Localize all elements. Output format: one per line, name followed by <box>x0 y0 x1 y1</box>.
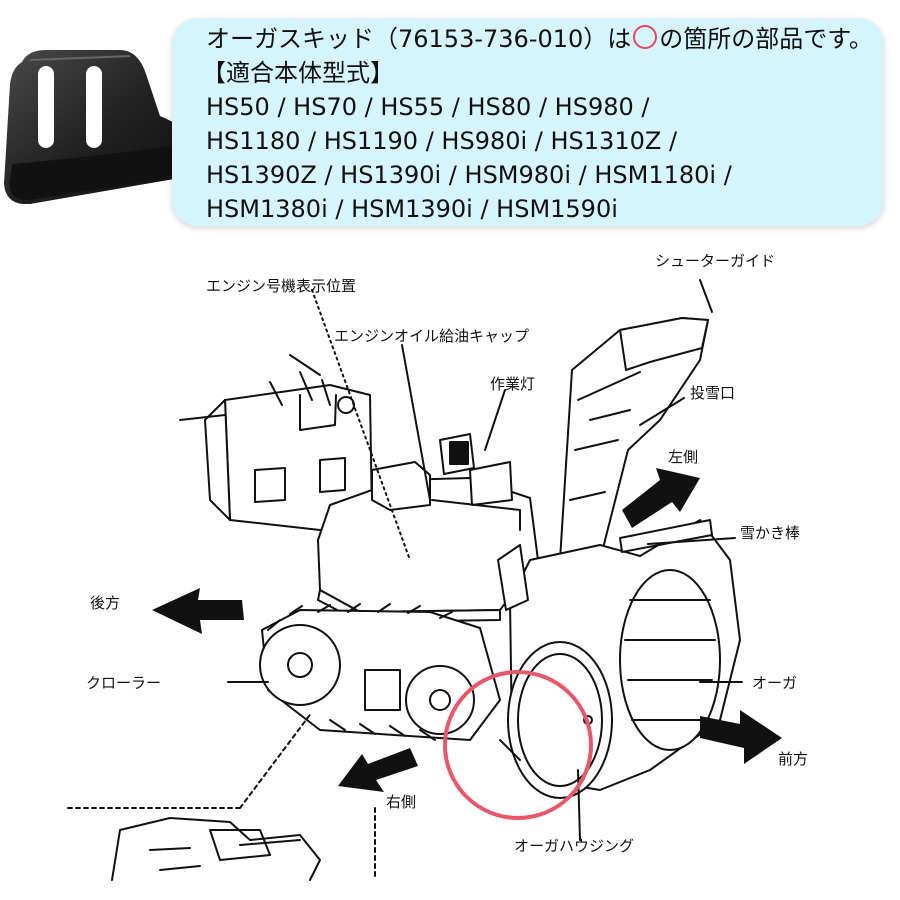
label-rear: 後方 <box>90 594 121 612</box>
models-line-3: HS1390Z / HS1390i / HSM980i / HSM1180i / <box>206 161 732 189</box>
label-left-side: 左側 <box>668 448 699 466</box>
label-auger: オーガ <box>752 674 798 692</box>
arrow-left-side <box>622 468 700 528</box>
label-right-side: 右側 <box>386 793 417 811</box>
compatibility-info-box: オーガスキッド（76153-736-010）はの箇所の部品です。 【適合本体型式… <box>172 18 884 226</box>
label-throw-port: 投雪口 <box>690 384 736 402</box>
label-oil-cap: エンジンオイル給油キャップ <box>334 327 530 345</box>
models-line-4: HSM1380i / HSM1390i / HSM1590i <box>206 195 618 223</box>
label-front: 前方 <box>778 750 809 768</box>
engine-body-drawing <box>179 354 539 623</box>
arrow-front <box>700 710 782 764</box>
label-chute-guide: シューターガイド <box>655 252 776 270</box>
crawler-drawing <box>259 603 501 741</box>
models-line-1: HS50 / HS70 / HS55 / HS80 / HS980 / <box>206 93 650 121</box>
part-description: オーガスキッド（76153-736-010）はの箇所の部品です。 <box>206 24 873 54</box>
chute-drawing <box>559 317 709 561</box>
part-description-post: の箇所の部品です。 <box>659 25 873 53</box>
inset-drawing <box>111 817 321 881</box>
highlight-circle <box>443 670 593 820</box>
compatible-models-heading: 【適合本体型式】 <box>202 59 394 87</box>
label-snow-rod: 雪かき棒 <box>740 524 801 542</box>
models-line-2: HS1180 / HS1190 / HS980i / HS1310Z / <box>206 127 678 155</box>
auger-skid-photo <box>4 50 197 204</box>
part-description-pre: オーガスキッド（76153-736-010）は <box>206 25 632 53</box>
label-crawler: クローラー <box>86 674 162 692</box>
label-engine-number: エンジン号機表示位置 <box>206 277 357 295</box>
arrow-rear <box>152 588 244 634</box>
arrow-right-side <box>338 748 418 792</box>
auger-housing-drawing <box>497 519 741 799</box>
label-auger-housing: オーガハウジング <box>514 837 635 855</box>
circle-mark-icon <box>633 25 658 49</box>
label-work-light: 作業灯 <box>490 375 536 393</box>
